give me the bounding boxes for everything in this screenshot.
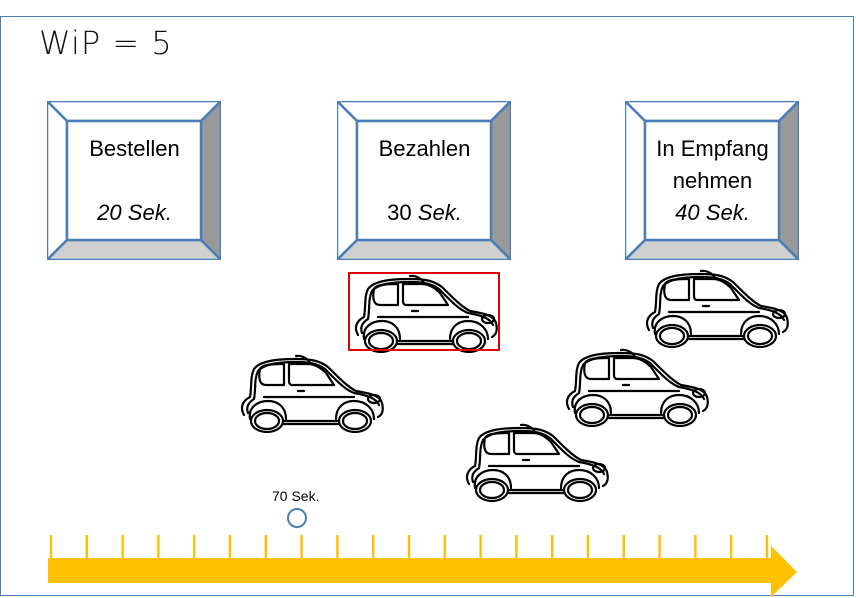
car-icon — [236, 353, 386, 433]
time-marker-label: 70 Sek. — [272, 488, 320, 504]
timeline-tick — [765, 535, 769, 559]
highlighted-car-box — [348, 272, 500, 351]
timeline-tick — [157, 535, 160, 559]
timeline-tick — [121, 535, 124, 559]
timeline-tick — [658, 535, 661, 559]
car-icon — [561, 347, 711, 427]
timeline-tick — [622, 535, 625, 559]
station-name: Bezahlen — [378, 136, 471, 161]
timeline-arrow-shape — [48, 546, 797, 597]
time-marker-circle[interactable] — [287, 508, 307, 528]
timeline-arrow — [48, 535, 797, 597]
station-time: 20 Sek. — [97, 200, 172, 225]
timeline-tick — [49, 535, 53, 559]
bevel-frame-icon — [625, 101, 799, 260]
timeline-tick — [336, 535, 339, 559]
station-time: 40 Sek. — [675, 200, 750, 225]
station-in-empfang-nehmen: In Empfang nehmen 40 Sek. — [625, 101, 799, 260]
timeline-tick — [228, 535, 232, 559]
bevel-frame-icon — [337, 101, 511, 260]
bevel-frame-icon — [47, 101, 221, 260]
timeline-tick — [300, 535, 303, 559]
timeline-tick — [586, 535, 590, 559]
timeline-tick — [407, 535, 411, 559]
station-name: In Empfang — [656, 136, 769, 161]
timeline-tick — [515, 535, 518, 559]
timeline-ticks — [49, 535, 769, 559]
station-name-line2: nehmen — [672, 168, 753, 193]
timeline-tick — [551, 535, 554, 559]
timeline-tick — [694, 535, 697, 559]
station-name: Bestellen — [89, 136, 180, 161]
car-icon — [641, 268, 791, 348]
timeline-tick — [479, 535, 482, 559]
station-time: 30 Sek. — [387, 200, 462, 225]
timeline-tick — [193, 535, 196, 559]
wip-title: WiP = 5 — [39, 24, 173, 62]
timeline-tick — [372, 535, 375, 559]
timeline-tick — [443, 535, 446, 559]
station-bestellen: Bestellen 20 Sek. — [47, 101, 221, 260]
slide-frame — [0, 16, 854, 596]
timeline-tick — [730, 535, 733, 559]
timeline-tick — [264, 535, 267, 559]
timeline-tick — [85, 535, 88, 559]
car-icon — [461, 422, 611, 502]
station-bezahlen: Bezahlen 30 Sek. — [337, 101, 511, 260]
